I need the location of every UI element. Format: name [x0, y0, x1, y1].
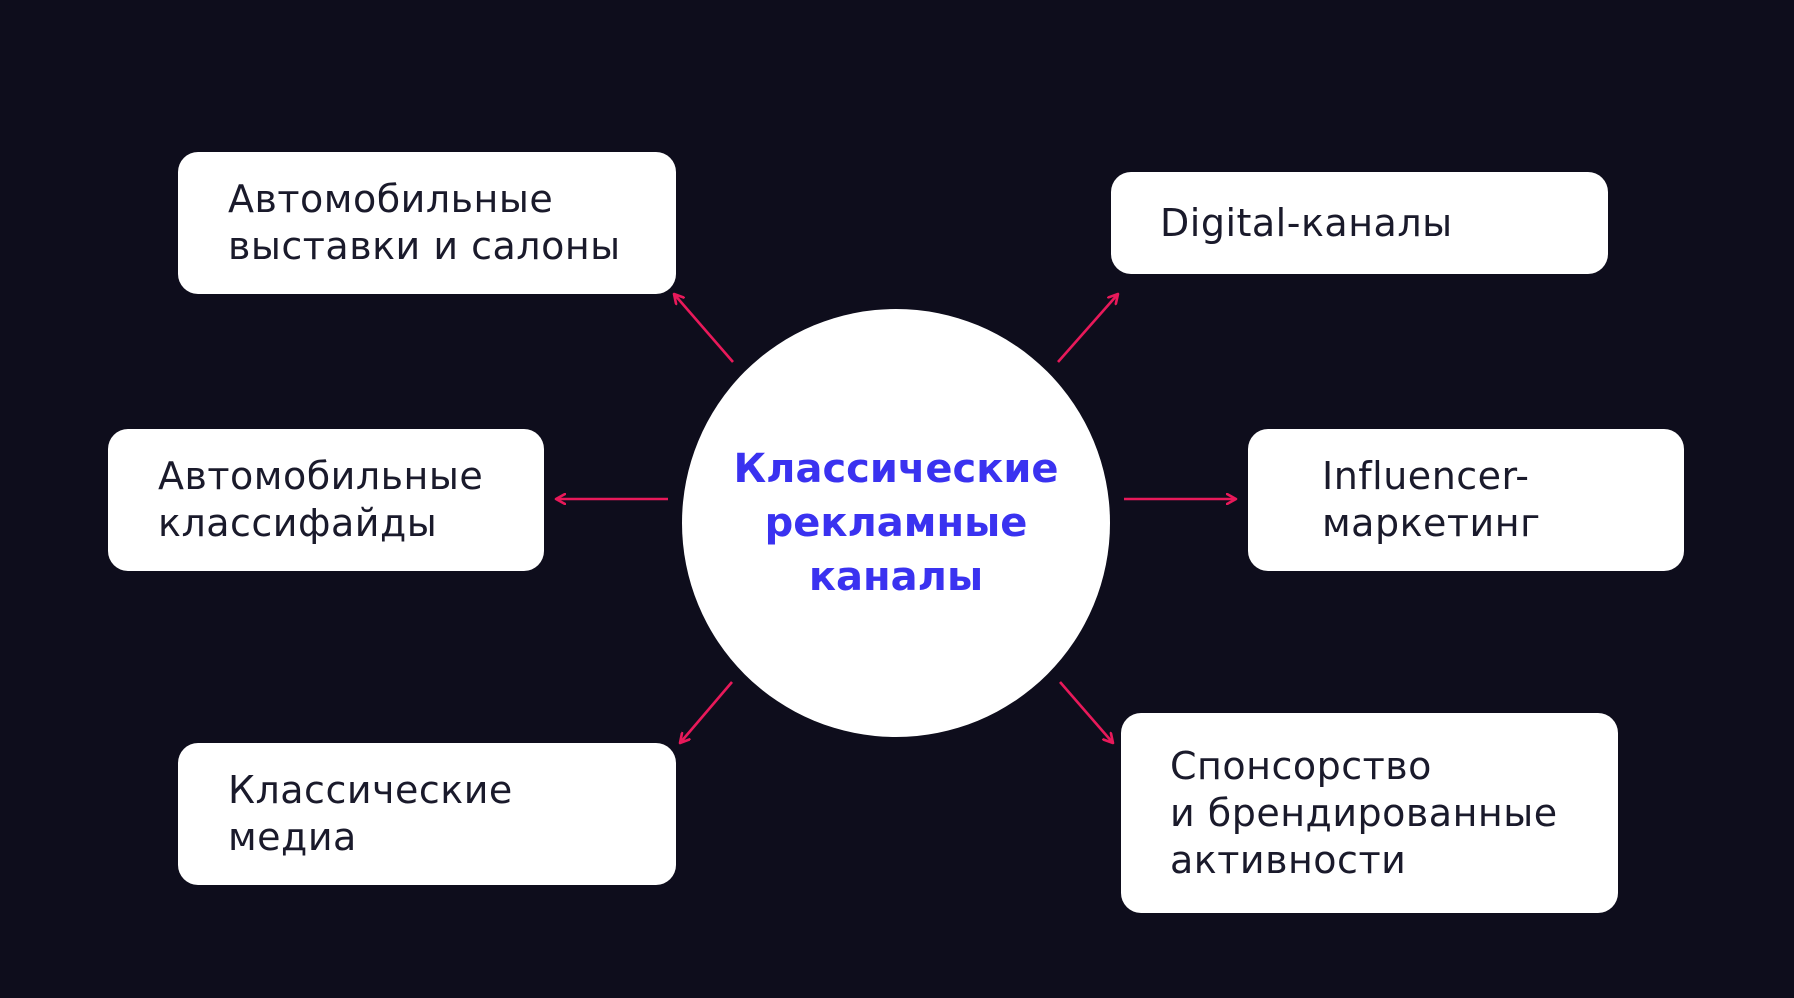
arrow-to-exhibitions	[674, 294, 734, 363]
node-auto-exhibitions-line-1: Автомобильные	[228, 177, 554, 221]
node-influencer-marketing: Influencer- маркетинг	[1248, 429, 1684, 571]
node-auto-classifieds: Автомобильные классифайды	[108, 429, 544, 571]
node-influencer-marketing-line-1: Influencer-	[1322, 454, 1530, 498]
center-node-line-3: каналы	[808, 554, 984, 600]
node-classic-media-line-1: Классические	[228, 768, 513, 812]
center-node-classic-ad-channels: Классические рекламные каналы	[682, 309, 1110, 737]
node-classic-media: Классические медиа	[178, 743, 676, 885]
arrow-to-digital	[1057, 294, 1118, 363]
node-influencer-marketing-line-2: маркетинг	[1322, 501, 1541, 545]
arrow-to-sponsorship	[1059, 681, 1113, 743]
node-sponsorship: Спонсорство и брендированные активности	[1121, 713, 1618, 913]
arrow-to-media	[680, 681, 733, 743]
node-auto-exhibitions-line-2: выставки и салоны	[228, 224, 621, 268]
center-node-line-2: рекламные	[764, 500, 1028, 546]
center-node-line-1: Классические	[733, 446, 1059, 492]
node-classic-media-line-2: медиа	[228, 815, 357, 859]
node-digital-channels-line-1: Digital-каналы	[1160, 200, 1453, 245]
node-sponsorship-line-1: Спонсорство	[1170, 743, 1432, 788]
node-auto-classifieds-line-1: Автомобильные	[158, 454, 484, 498]
node-auto-exhibitions: Автомобильные выставки и салоны	[178, 152, 676, 294]
node-sponsorship-line-3: активности	[1170, 837, 1407, 882]
node-auto-classifieds-line-2: классифайды	[158, 501, 438, 545]
node-digital-channels: Digital-каналы	[1111, 172, 1608, 274]
node-sponsorship-line-2: и брендированные	[1170, 790, 1558, 835]
